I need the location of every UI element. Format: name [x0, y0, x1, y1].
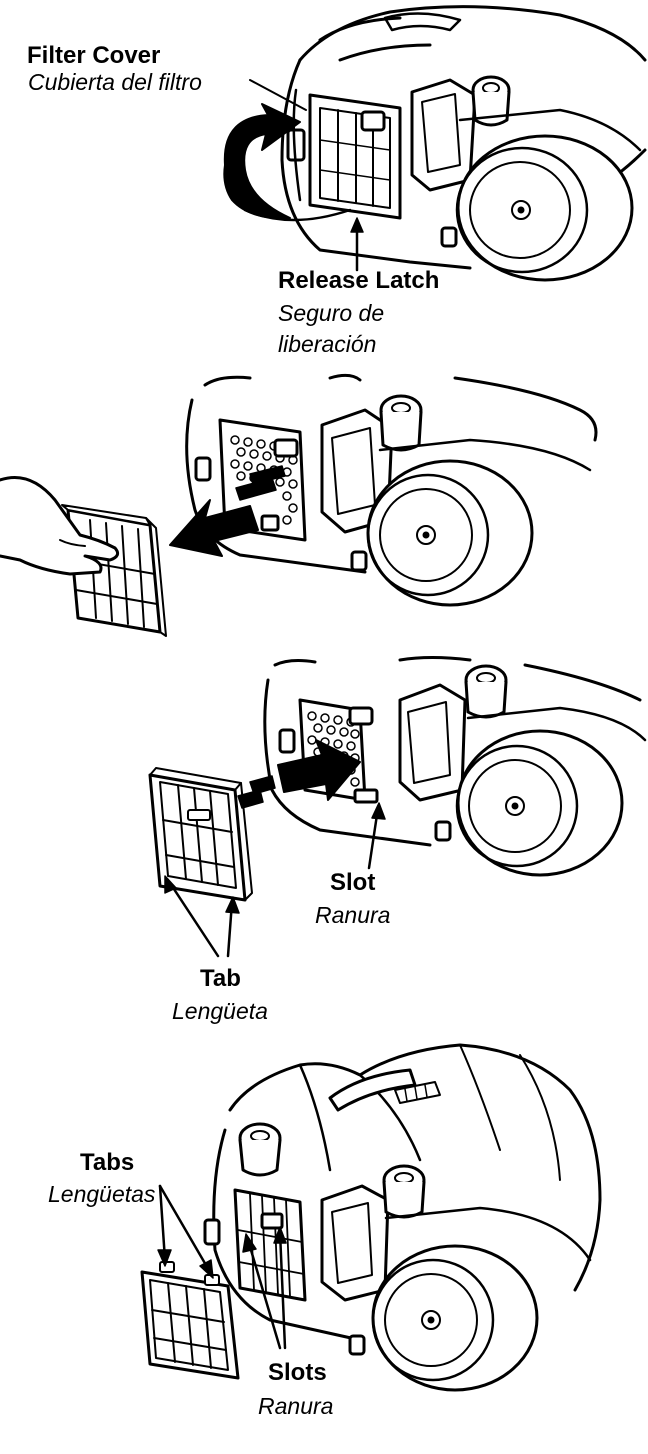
lift-cover-arrow	[223, 103, 352, 222]
release-latch-label-es-line2: liberación	[278, 331, 377, 357]
tab-label-es: Lengüeta	[172, 998, 268, 1024]
pull-out-arrow	[169, 465, 286, 557]
release-latch-label: Release Latch	[278, 267, 440, 294]
slots-label-es: Ranura	[258, 1393, 334, 1419]
slot-label: Slot	[330, 869, 376, 896]
panel-2-vacuum	[185, 373, 598, 607]
filter-cover-label-es: Cubierta del filtro	[28, 69, 202, 95]
tabs-label: Tabs	[80, 1149, 135, 1176]
slots-label: Slots	[268, 1359, 327, 1386]
push-in-arrow	[237, 739, 361, 809]
release-latch-label-es-line1: Seguro de	[278, 300, 385, 326]
panel-2-filter-in-hand	[0, 476, 167, 637]
tabs-label-es: Lengüetas	[48, 1181, 156, 1207]
panel-3-filter	[148, 767, 253, 902]
slot-label-es: Ranura	[315, 902, 391, 928]
panel-4-vacuum	[203, 1043, 602, 1392]
panel-1-vacuum	[280, 5, 647, 282]
tab-label: Tab	[200, 965, 241, 992]
filter-cover-label: Filter Cover	[27, 42, 161, 69]
release-latch-pointer	[249, 79, 364, 272]
panel-4-pointers	[157, 1184, 287, 1350]
panel-4-filter-cover	[140, 1261, 240, 1380]
panel-3-pointers	[164, 802, 386, 958]
